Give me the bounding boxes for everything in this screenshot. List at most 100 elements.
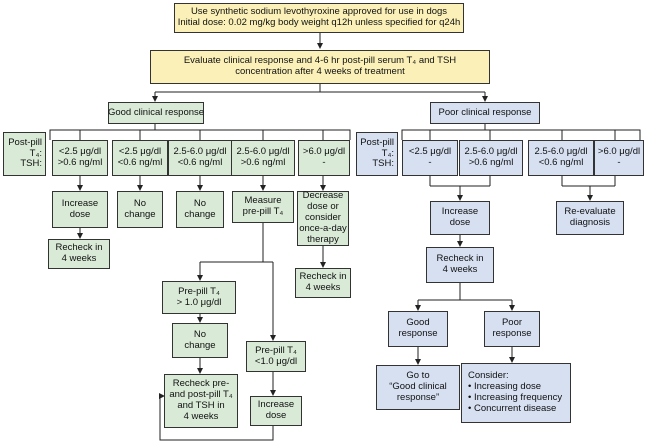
- poor-label-tsh: TSH:: [372, 158, 394, 170]
- good-prepill-low-l1: Pre-pill T₄: [255, 344, 297, 356]
- poor-col-4-tsh: -: [617, 157, 621, 168]
- poor-col-2-tsh: >0.6 ng/ml: [468, 157, 514, 168]
- good-col-4-t4: 2.5-6.0 μg/dl: [236, 146, 290, 158]
- good-increase-dose-l1: Increase: [61, 197, 99, 209]
- good-recheck-prepost-l1: Recheck pre-: [172, 378, 230, 390]
- good-no-change-1-l1: No: [133, 197, 147, 209]
- poor-consider-item-1: • Increasing dose: [468, 381, 542, 393]
- good-recheck-2: Recheck in 4 weeks: [295, 268, 351, 298]
- poor-consider-title: Consider:: [468, 370, 509, 382]
- poor-reevaluate-l2: diagnosis: [569, 217, 611, 228]
- good-measure-l1: Measure: [244, 195, 282, 207]
- good-no-change-2: No change: [176, 191, 224, 228]
- good-label-t4: T₄:: [29, 147, 42, 159]
- poor-good-response-l1: Good: [406, 317, 430, 329]
- good-no-change-1-l2: change: [124, 208, 156, 220]
- good-col-2: <2.5 μg/dl <0.6 ng/ml: [112, 140, 168, 176]
- good-no-change-2-l1: No: [193, 197, 207, 209]
- poor-col-3-t4: 2.5-6.0 μg/dl: [534, 146, 588, 158]
- poor-reevaluate: Re-evaluate diagnosis: [556, 201, 624, 235]
- good-recheck-1: Recheck in 4 weeks: [48, 239, 110, 269]
- poor-recheck-l2: 4 weeks: [442, 264, 478, 275]
- good-response-header: Good clinical response: [108, 102, 204, 124]
- good-col-1: <2.5 μg/dl >0.6 ng/ml: [52, 140, 108, 176]
- good-decrease-l4: once-a-day: [299, 222, 347, 234]
- poor-consider-item-2: • Increasing frequency: [468, 392, 563, 403]
- good-no-change-3-l1: No: [193, 328, 207, 340]
- poor-increase-dose: Increase dose: [430, 201, 490, 235]
- poor-col-3: 2.5-6.0 μg/dl <0.6 ng/ml: [528, 140, 594, 176]
- poor-col-4-t4: >6.0 μg/dl: [597, 146, 641, 158]
- good-col-2-tsh: <0.6 ng/ml: [117, 157, 163, 168]
- good-col-5-t4: >6.0 μg/dl: [302, 146, 346, 158]
- good-recheck-2-l2: 4 weeks: [305, 282, 341, 293]
- poor-increase-dose-l1: Increase: [441, 206, 479, 218]
- poor-poor-response-l1: Poor: [501, 317, 523, 329]
- good-decrease-l3: consider: [305, 212, 341, 224]
- poor-col-3-tsh: <0.6 ng/ml: [538, 157, 584, 168]
- evaluate-line-2: concentration after 4 weeks of treatment: [235, 66, 405, 77]
- good-decrease-l5: therapy: [307, 233, 339, 245]
- poor-goto-good: Go to “Good clinical response”: [376, 365, 460, 410]
- good-recheck-prepost: Recheck pre- and post-pill T₄ and TSH in…: [164, 374, 238, 428]
- good-no-change-1: No change: [117, 191, 163, 228]
- good-decrease-l1: Decrease: [302, 190, 344, 202]
- good-label-postpill: Post-pill: [8, 136, 42, 148]
- good-col-4: 2.5-6.0 μg/dl >0.6 ng/ml: [231, 140, 295, 176]
- good-recheck-prepost-l4: 4 weeks: [183, 410, 219, 422]
- good-decrease-l2: dose or: [307, 201, 339, 213]
- good-recheck-prepost-l2: and post-pill T₄: [169, 389, 233, 401]
- poor-postpill-label: Post-pill T₄: TSH:: [356, 132, 398, 176]
- poor-poor-response: Poor response: [484, 311, 540, 347]
- good-col-2-t4: <2.5 μg/dl: [118, 146, 162, 158]
- good-col-3-t4: 2.5-6.0 μg/dl: [173, 146, 227, 158]
- good-col-3-tsh: <0.6 ng/ml: [177, 157, 223, 168]
- poor-reevaluate-l1: Re-evaluate: [564, 206, 616, 218]
- poor-goto-l1: Go to: [406, 370, 430, 382]
- evaluate-line-1: Evaluate clinical response and 4-6 hr po…: [183, 55, 457, 67]
- good-recheck-1-l2: 4 weeks: [61, 253, 97, 264]
- good-prepill-low-l2: <1.0 μg/dl: [254, 355, 298, 367]
- good-increase-dose: Increase dose: [52, 191, 108, 228]
- good-prepill-high: Pre-pill T₄ > 1.0 μg/dl: [162, 281, 236, 314]
- poor-goto-l3: response”: [396, 391, 440, 403]
- good-col-3: 2.5-6.0 μg/dl <0.6 ng/ml: [168, 140, 232, 176]
- good-label-tsh: TSH:: [20, 158, 42, 170]
- poor-recheck: Recheck in 4 weeks: [426, 247, 494, 283]
- good-col-1-tsh: >0.6 ng/ml: [57, 157, 103, 168]
- good-prepill-low: Pre-pill T₄ <1.0 μg/dl: [246, 341, 306, 372]
- top-line-1: Use synthetic sodium levothyroxine appro…: [190, 6, 448, 18]
- top-line-2: Initial dose: 0.02 mg/kg body weight q12…: [177, 17, 461, 28]
- poor-col-2: 2.5-6.0 μg/dl >0.6 ng/ml: [459, 140, 523, 176]
- poor-header-label: Poor clinical response: [438, 106, 532, 118]
- good-recheck-1-l1: Recheck in: [55, 242, 103, 254]
- poor-good-response-l2: response: [398, 328, 438, 339]
- poor-response-header: Poor clinical response: [430, 102, 540, 124]
- good-col-1-t4: <2.5 μg/dl: [58, 146, 102, 158]
- poor-label-postpill: Post-pill: [360, 136, 394, 148]
- good-no-change-2-l2: change: [184, 208, 216, 220]
- good-col-4-tsh: >0.6 ng/ml: [240, 157, 286, 168]
- poor-col-1-tsh: -: [428, 157, 432, 168]
- poor-col-4: >6.0 μg/dl -: [594, 140, 644, 176]
- good-recheck-prepost-l3: and TSH in: [177, 400, 225, 411]
- poor-col-2-t4: 2.5-6.0 μg/dl: [464, 146, 518, 158]
- poor-label-t4: T₄:: [381, 147, 394, 159]
- poor-col-1-t4: <2.5 μg/dl: [408, 146, 452, 158]
- good-decrease-dose: Decrease dose or consider once-a-day the…: [297, 190, 349, 246]
- good-col-5-tsh: -: [322, 157, 326, 168]
- good-prepill-high-l1: Pre-pill T₄: [178, 285, 220, 297]
- good-increase-dose-l2: dose: [69, 208, 91, 220]
- poor-consider-item-3: • Concurrent disease: [468, 402, 557, 414]
- good-measure-prepill: Measure pre-pill T₄: [232, 191, 294, 223]
- poor-goto-l2: “Good clinical: [389, 381, 447, 393]
- good-recheck-2-l1: Recheck in: [299, 271, 347, 283]
- poor-good-response: Good response: [388, 311, 448, 347]
- good-increase-dose-2-l1: Increase: [257, 399, 295, 411]
- top-instruction-box: Use synthetic sodium levothyroxine appro…: [174, 3, 464, 33]
- good-no-change-3-l2: change: [184, 339, 216, 351]
- poor-poor-response-l2: response: [492, 328, 532, 339]
- poor-col-1: <2.5 μg/dl -: [402, 140, 458, 176]
- good-increase-dose-2-l2: dose: [265, 410, 287, 421]
